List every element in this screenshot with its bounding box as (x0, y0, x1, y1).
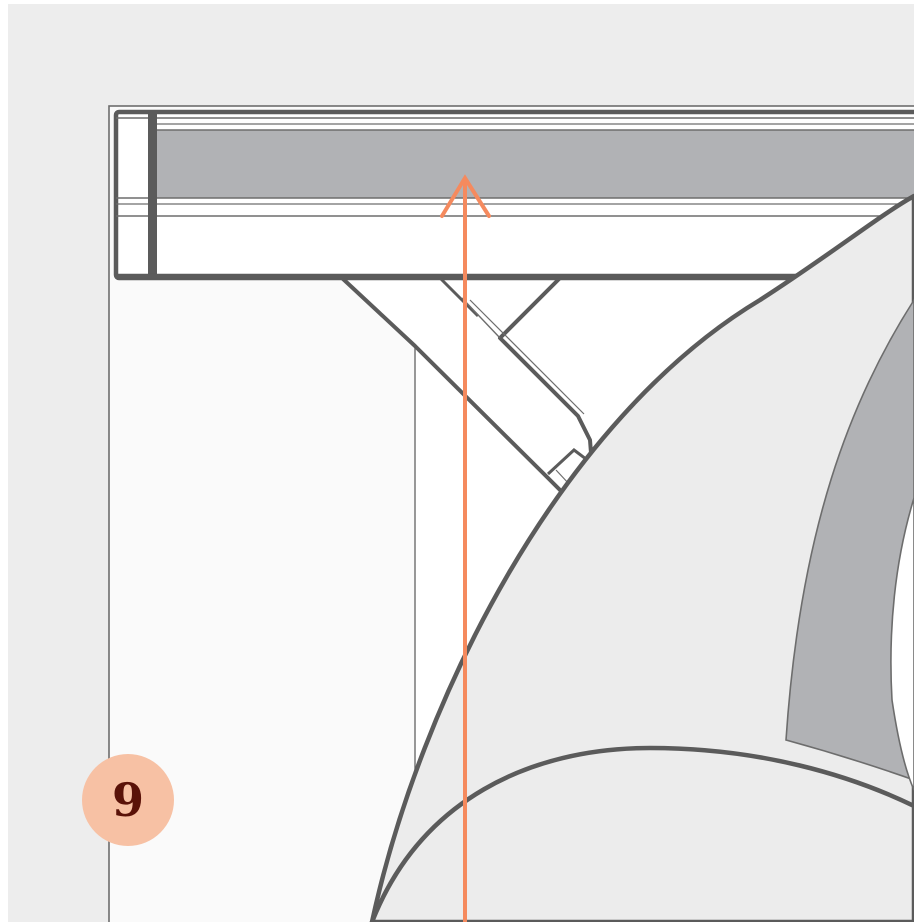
arrow-up-icon (440, 174, 491, 922)
appliance-drum (369, 193, 914, 922)
frame-border-top (0, 0, 914, 4)
frame-border-left (0, 0, 8, 922)
mounting-bracket (340, 276, 600, 516)
top-rail (113, 109, 914, 281)
step-number-text: 9 (112, 773, 144, 827)
step-number-badge: 9 (82, 754, 174, 846)
